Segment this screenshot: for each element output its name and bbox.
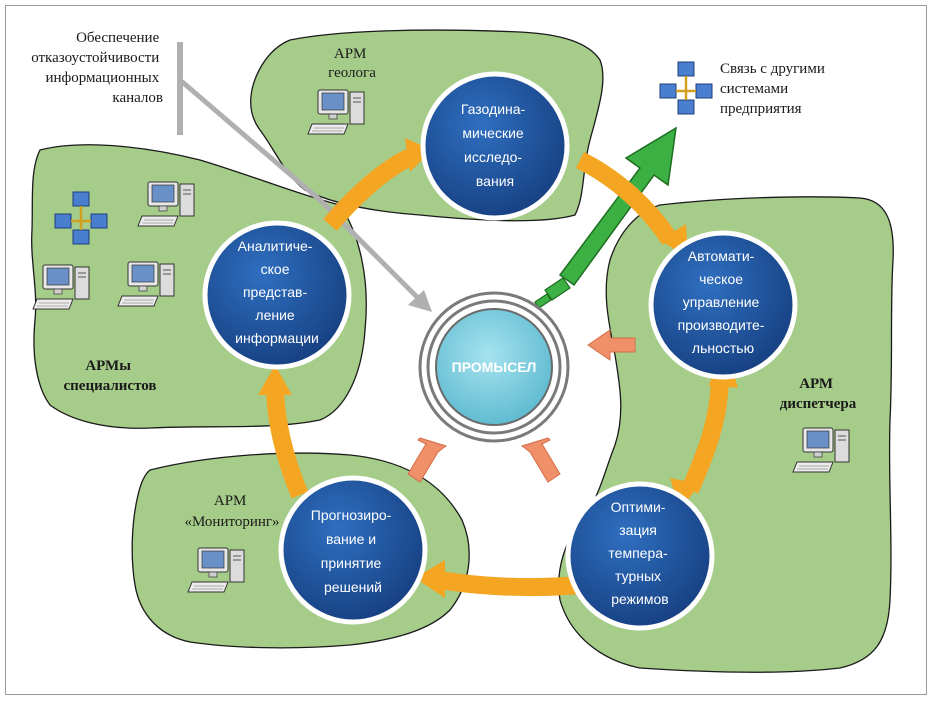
- node-line: ление: [255, 307, 295, 323]
- node-line: мические: [462, 125, 523, 141]
- node-auto-control: Автомати- ческое управление производите-…: [648, 230, 798, 380]
- node-line: Автомати-: [688, 248, 755, 264]
- node-line: ское: [261, 261, 290, 277]
- label-dispatcher: АРМ диспетчера: [780, 376, 857, 412]
- node-line: Газодина-: [461, 101, 526, 117]
- node-optimization: Оптими- зация темпера- турных режимов: [565, 481, 715, 631]
- node-forecasting: Прогнозиро- вание и принятие решений: [278, 475, 428, 625]
- node-line: темпера-: [608, 545, 668, 561]
- enterprise-arrow: [534, 126, 677, 309]
- node-analytics: Аналитиче- ское представ- ление информац…: [202, 220, 352, 370]
- node-line: льностью: [692, 340, 754, 356]
- network-icon: [658, 60, 714, 116]
- svg-text:Автомати- ческое у: Автомати- ческое управление производите-…: [678, 248, 769, 356]
- node-gas-dynamics: Газодина- мические исследо- вания: [420, 71, 570, 221]
- node-line: информации: [235, 330, 319, 346]
- center-label: ПРОМЫСЕЛ: [452, 359, 537, 375]
- reliability-arrow: [177, 42, 432, 312]
- node-line: Оптими-: [611, 499, 666, 515]
- inward-arrows: [407, 329, 636, 483]
- node-line: вание и: [326, 531, 376, 547]
- svg-text:Оптими- зация темп: Оптими- зация темпера- турных режимов: [608, 499, 671, 607]
- node-line: ческое: [699, 271, 743, 287]
- label-reliability: Обеспечение отказоустойчивости информаци…: [31, 30, 163, 106]
- cycle-arrows: [266, 146, 729, 597]
- node-line: представ-: [243, 284, 307, 300]
- label-geolog: АРМ геолога: [328, 46, 376, 81]
- node-line: принятие: [321, 555, 382, 571]
- node-line: Прогнозиро-: [311, 507, 392, 523]
- node-line: управление: [683, 294, 760, 310]
- svg-text:Газодина- мические: Газодина- мические исследо- вания: [461, 101, 529, 189]
- node-line: исследо-: [464, 149, 522, 165]
- label-monitoring: АРМ «Мониторинг»: [184, 493, 279, 530]
- node-line: вания: [476, 173, 514, 189]
- svg-text:Прогнозиро- вание и: Прогнозиро- вание и принятие решений: [311, 507, 395, 595]
- node-line: турных: [615, 568, 661, 584]
- figure-frame: [5, 5, 927, 695]
- node-line: режимов: [611, 591, 668, 607]
- center-node: ПРОМЫСЕЛ: [418, 291, 570, 443]
- svg-text:Аналитиче- ское пр: Аналитиче- ское представ- ление информац…: [235, 238, 319, 346]
- label-specialists: АРМы специалистов: [64, 358, 157, 394]
- node-line: решений: [324, 579, 382, 595]
- node-line: производите-: [678, 317, 765, 333]
- node-line: зация: [619, 522, 657, 538]
- label-enterprise: Связь с другими системами предприятия: [720, 61, 829, 117]
- node-line: Аналитиче-: [238, 238, 313, 254]
